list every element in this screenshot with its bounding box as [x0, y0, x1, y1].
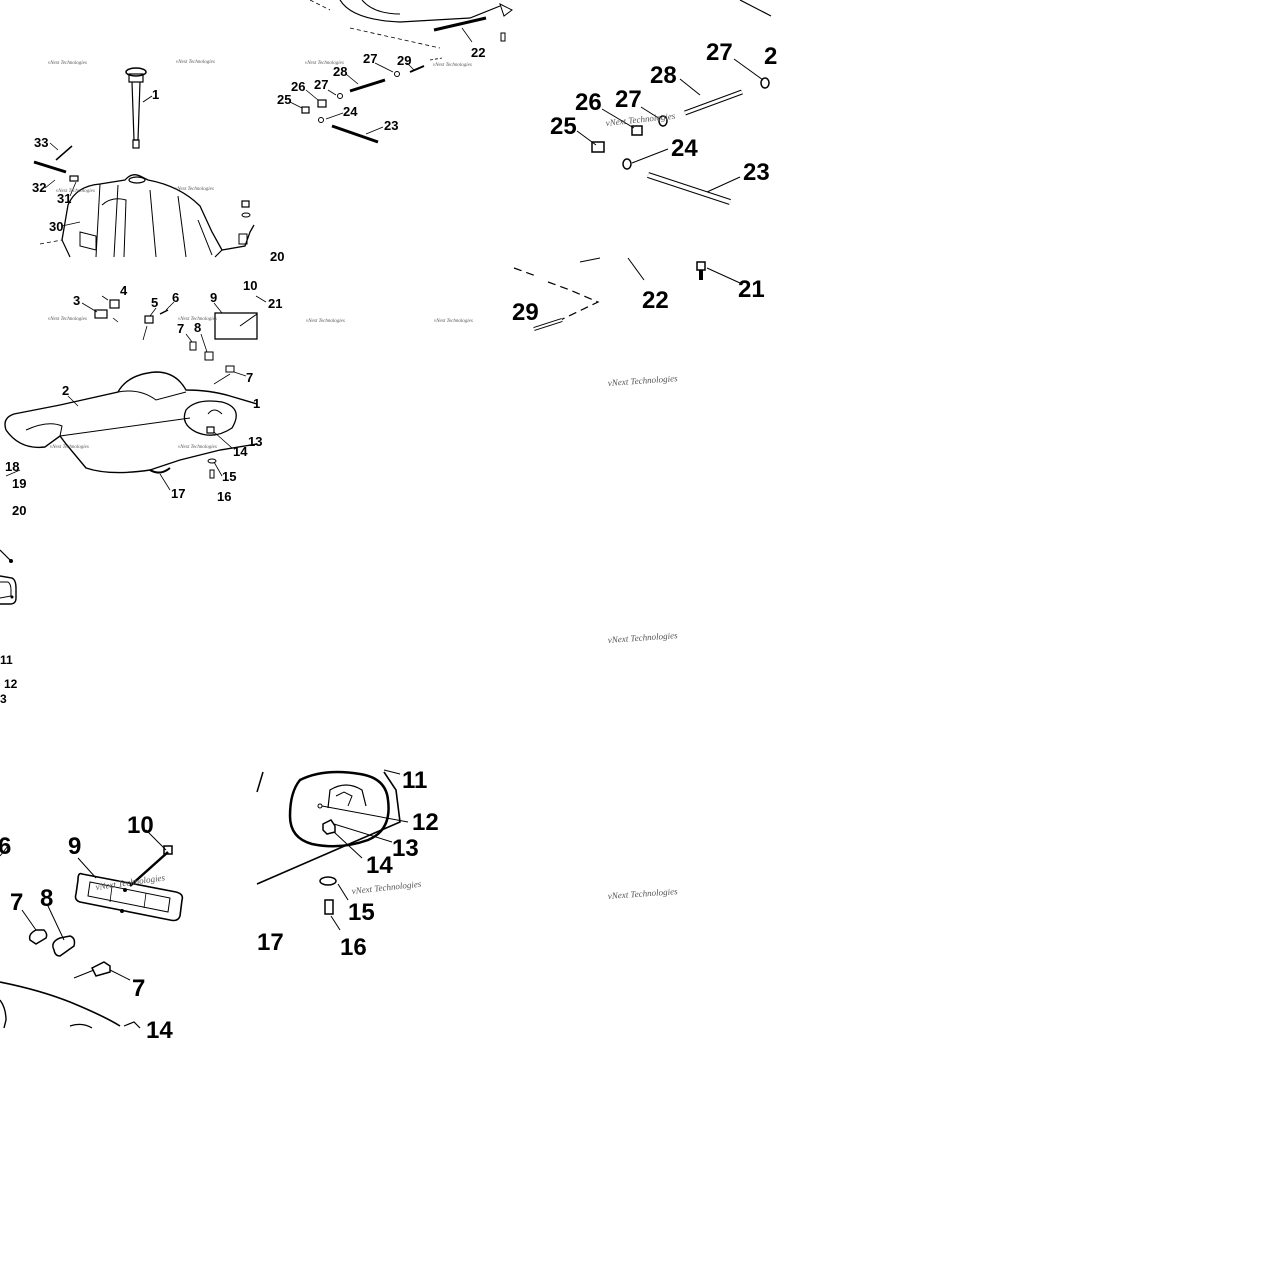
- callout-13: 13: [248, 434, 262, 449]
- callout-11: 11: [402, 767, 427, 794]
- callout-15: 15: [222, 469, 236, 484]
- panel-taillight-detail: 6 10 9 7 8 7 14 vNext Technologies: [0, 812, 184, 1044]
- seat-part: [4, 371, 258, 474]
- callout-24: 24: [343, 104, 358, 119]
- callout-14: 14: [366, 852, 393, 879]
- callout-21: 21: [738, 276, 765, 303]
- callout-10: 10: [127, 812, 154, 839]
- callout-25: 25: [550, 113, 577, 140]
- callout-27: 27: [615, 86, 642, 113]
- watermark-text: vNext Technologies: [433, 63, 472, 68]
- callout-23: 23: [384, 118, 398, 133]
- watermark-text: vNext Technologies: [306, 319, 345, 324]
- callout-7: 7: [10, 889, 23, 916]
- panel-seat-latch-detail: 11 12 13 14 15 16 17 vNext Technologies: [256, 767, 439, 961]
- callout-15: 15: [348, 899, 375, 926]
- callout-9: 9: [210, 290, 217, 305]
- callout-22: 22: [471, 45, 485, 60]
- callout-1: 1: [152, 87, 159, 102]
- watermark-text: vNext Technologies: [175, 187, 214, 192]
- fuel-sender-part: [125, 67, 153, 149]
- callout-1: 1: [253, 396, 260, 411]
- panel-seat-overview: 20 3 4 5 6 9 10 21 7 8 7 2 1 14 13 15 16…: [4, 249, 473, 518]
- callout-6: 6: [172, 290, 179, 305]
- callout-4: 4: [120, 283, 128, 298]
- callout-21: 21: [268, 296, 282, 311]
- callout-2: 2: [62, 383, 69, 398]
- callout-12: 12: [4, 677, 18, 691]
- watermark-text: vNext Technologies: [607, 886, 678, 901]
- callout-20: 20: [12, 503, 26, 518]
- callout-7: 7: [246, 370, 253, 385]
- callout-18: 18: [5, 459, 19, 474]
- seat-latch-part: [288, 770, 390, 848]
- callout-7: 7: [177, 321, 184, 336]
- callout-3: 3: [0, 692, 7, 706]
- callout-6: 6: [0, 833, 11, 860]
- callout-28: 28: [650, 62, 677, 89]
- watermark-text: vNext Technologies: [434, 319, 473, 324]
- watermark-text: vNext Technologies: [607, 373, 678, 388]
- callout-16: 16: [217, 489, 231, 504]
- callout-27: 27: [363, 51, 377, 66]
- callout-12: 12: [412, 809, 439, 836]
- callout-8: 8: [40, 885, 53, 912]
- callout-10: 10: [243, 278, 257, 293]
- bulb-part: [28, 929, 111, 977]
- callout-8: 8: [194, 320, 201, 335]
- callout-22: 22: [642, 287, 669, 314]
- callout-29: 29: [512, 299, 539, 326]
- fuel-tank-part: [39, 174, 255, 258]
- callout-20: 20: [270, 249, 284, 264]
- watermark-text: vNext Technologies: [178, 445, 217, 450]
- panel-fuel-tank-overview: 1 33 32 31 30 vNext Technologies vNext T…: [32, 60, 255, 258]
- callout-27: 27: [706, 39, 733, 66]
- callout-13: 13: [392, 835, 419, 862]
- callout-23: 23: [743, 159, 770, 186]
- callout-27: 27: [314, 77, 328, 92]
- watermark-text: vNext Technologies: [607, 630, 678, 645]
- watermark-text: vNext Technologies: [50, 445, 89, 450]
- panel-left-edge-detail: 11 12 3: [0, 549, 18, 706]
- watermark-text: vNext Technologies: [176, 60, 215, 65]
- callout-32: 32: [32, 180, 46, 195]
- callout-31: 31: [57, 191, 71, 206]
- taillight-housing-part: [74, 872, 184, 922]
- watermark-text: vNext Technologies: [56, 189, 95, 194]
- callout-17: 17: [257, 929, 284, 956]
- watermark-stamps: vNext Technologies vNext Technologies vN…: [607, 373, 678, 901]
- callout-24: 24: [671, 135, 698, 162]
- callout-19: 19: [12, 476, 26, 491]
- callout-28: 28: [333, 64, 347, 79]
- callout-29: 29: [397, 53, 411, 68]
- callout-14: 14: [146, 1017, 173, 1044]
- watermark-text: vNext Technologies: [48, 61, 87, 66]
- callout-17: 17: [171, 486, 185, 501]
- watermark-text: vNext Technologies: [351, 879, 422, 896]
- callout-9: 9: [68, 833, 81, 860]
- callout-25: 25: [277, 92, 291, 107]
- callout-26: 26: [575, 89, 602, 116]
- callout-5: 5: [151, 295, 158, 310]
- callout-14: 14: [233, 444, 248, 459]
- callout-2: 2: [764, 43, 777, 70]
- callout-7: 7: [132, 975, 145, 1002]
- callout-33: 33: [34, 135, 48, 150]
- callout-3: 3: [73, 293, 80, 308]
- callout-26: 26: [291, 79, 305, 94]
- watermark-text: vNext Technologies: [95, 872, 166, 892]
- watermark-text: vNext Technologies: [305, 61, 344, 66]
- callout-16: 16: [340, 934, 367, 961]
- watermark-text: vNext Technologies: [48, 317, 87, 322]
- watermark-text: vNext Technologies: [178, 317, 217, 322]
- callout-30: 30: [49, 219, 63, 234]
- callout-11: 11: [0, 653, 13, 667]
- panel-fuel-tank-hardware-small: 22 28 27 29 26 27 25 24 23 vNext Technol…: [277, 0, 513, 144]
- panel-fuel-tank-hardware-detail: 27 2 28 26 27 25 24 23 22 21 29 vNext Te…: [512, 0, 777, 331]
